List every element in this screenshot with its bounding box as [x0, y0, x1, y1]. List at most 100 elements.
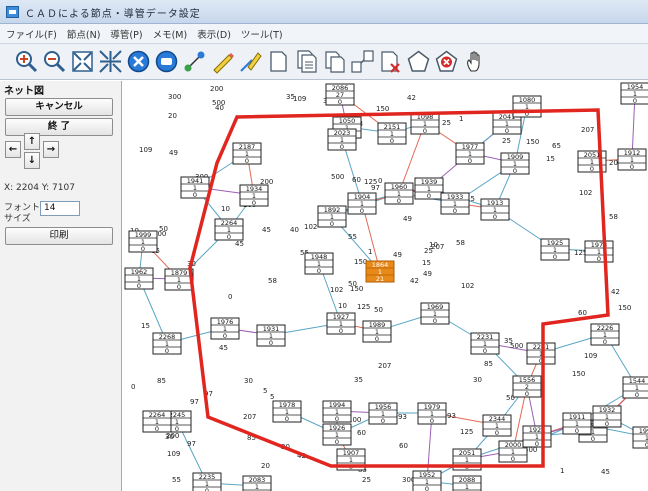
node-id: 1978: [279, 401, 296, 409]
node-box: [482, 414, 512, 437]
print-button[interactable]: 印刷: [5, 227, 113, 245]
node-value-b: 0: [493, 213, 497, 221]
node-value-a: 1: [427, 185, 431, 193]
node-box: [325, 83, 355, 106]
node-id: 1931: [263, 325, 280, 333]
pipe-label: 35: [504, 337, 513, 345]
page-list-button[interactable]: [294, 47, 319, 76]
page-icon: [270, 51, 287, 72]
node-id: 2264: [149, 411, 166, 419]
node-id: 1977: [462, 143, 479, 151]
pan-left-button[interactable]: ←: [5, 141, 21, 158]
network-drawing[interactable]: 5010015020025510354240453020101555604997…: [123, 81, 648, 491]
edit-pipe-icon: [240, 52, 262, 72]
node-value-b: 0: [425, 485, 429, 491]
pan-up-button[interactable]: ↑: [24, 133, 40, 150]
menu-pipe[interactable]: 導管(P): [110, 29, 143, 41]
menu-view[interactable]: 表示(D): [197, 29, 231, 41]
node-value-b: 0: [505, 127, 509, 135]
node-id: 2088: [459, 476, 476, 484]
pipe-label: 109: [293, 95, 306, 103]
connect-nodes-button[interactable]: [182, 47, 207, 76]
page-delete-button[interactable]: [378, 47, 403, 76]
pipe-label: 150: [354, 258, 367, 266]
node-value-b: 0: [468, 157, 472, 165]
pipe-label: 42: [407, 94, 416, 102]
node-value-a: 1: [465, 456, 469, 464]
node-value-b: 0: [430, 417, 434, 425]
menu-node[interactable]: 節点(N): [66, 29, 101, 41]
menu-tools[interactable]: ツール(T): [240, 29, 283, 41]
pan-right-button[interactable]: →: [43, 141, 59, 158]
node-value-a: 1: [335, 408, 339, 416]
pipe-label: 150: [618, 304, 631, 312]
node-circle-button[interactable]: [154, 47, 179, 76]
node-box: [142, 410, 172, 433]
node-id: 1864: [372, 261, 389, 269]
pipe-label: 25: [502, 137, 511, 145]
node-box: [317, 205, 347, 228]
copy-page-button[interactable]: [322, 47, 347, 76]
node-value-a: 1: [539, 350, 543, 358]
menu-memo[interactable]: メモ(M): [152, 29, 188, 41]
node-value-b: 0: [633, 97, 637, 105]
pipe-label: 300: [168, 93, 181, 101]
finish-button[interactable]: 終 了: [5, 118, 113, 136]
left-panel: ネット図 キャンセル 終 了 ← ↑ ↓ → X: 2204 Y: 7107 フ…: [0, 81, 122, 491]
pipe-label: 150: [350, 285, 363, 293]
pipe-label: 25: [442, 119, 451, 127]
menu-file[interactable]: ファイル(F): [6, 29, 57, 41]
zoom-in-icon: [16, 51, 38, 73]
node-value-b: 0: [360, 207, 364, 215]
pipe-label: 1: [459, 115, 463, 123]
node-value-a: 2: [525, 383, 529, 391]
node-box: [347, 192, 377, 215]
hand-pan-button[interactable]: [462, 47, 487, 76]
page-button[interactable]: [266, 47, 291, 76]
node-value-a: 1: [553, 246, 557, 254]
node-value-b: 0: [591, 435, 595, 443]
delete-region-button[interactable]: [434, 47, 459, 76]
font-size-input[interactable]: 14: [40, 201, 80, 216]
pipe-label: 65: [552, 142, 561, 150]
fit-center-button[interactable]: [98, 47, 123, 76]
network-canvas[interactable]: 5010015020025510354240453020101555604997…: [123, 81, 648, 491]
zoom-in-button[interactable]: [14, 47, 39, 76]
delete-region-icon: [435, 50, 458, 72]
node-value-b: 0: [269, 339, 273, 347]
font-label-line1: フォント: [4, 203, 41, 213]
page-delete-icon: [381, 51, 400, 73]
add-node-button[interactable]: [126, 47, 151, 76]
pan-down-button[interactable]: ↓: [24, 152, 40, 169]
node-value-a: 1: [339, 320, 343, 328]
node-box: [420, 302, 450, 325]
pentagon-button[interactable]: [406, 47, 431, 76]
node-value-a: 1: [223, 325, 227, 333]
node-id: 1976: [217, 318, 234, 326]
pipe-label: 49: [169, 149, 178, 157]
node-box: [326, 312, 356, 335]
node-id: 2051: [459, 449, 476, 457]
fit-all-button[interactable]: [70, 47, 95, 76]
node-value-a: 1: [453, 200, 457, 208]
pipe-line: [398, 122, 426, 194]
draw-pipe-button[interactable]: [210, 47, 235, 76]
node-value-a: 1: [317, 260, 321, 268]
node-value-a: 1: [345, 124, 349, 132]
pipe-label: 97: [204, 390, 213, 398]
cancel-button[interactable]: キャンセル: [5, 98, 113, 116]
node-value-b: 0: [340, 143, 344, 151]
node-id: 1954: [627, 83, 644, 91]
node-value-a: 1: [141, 238, 145, 246]
edit-pipe-button[interactable]: [238, 47, 263, 76]
page-link-button[interactable]: [350, 47, 375, 76]
node: 208310: [242, 475, 272, 491]
node-box: [452, 475, 482, 491]
zoom-out-button[interactable]: [42, 47, 67, 76]
node-value-a: 1: [513, 160, 517, 168]
